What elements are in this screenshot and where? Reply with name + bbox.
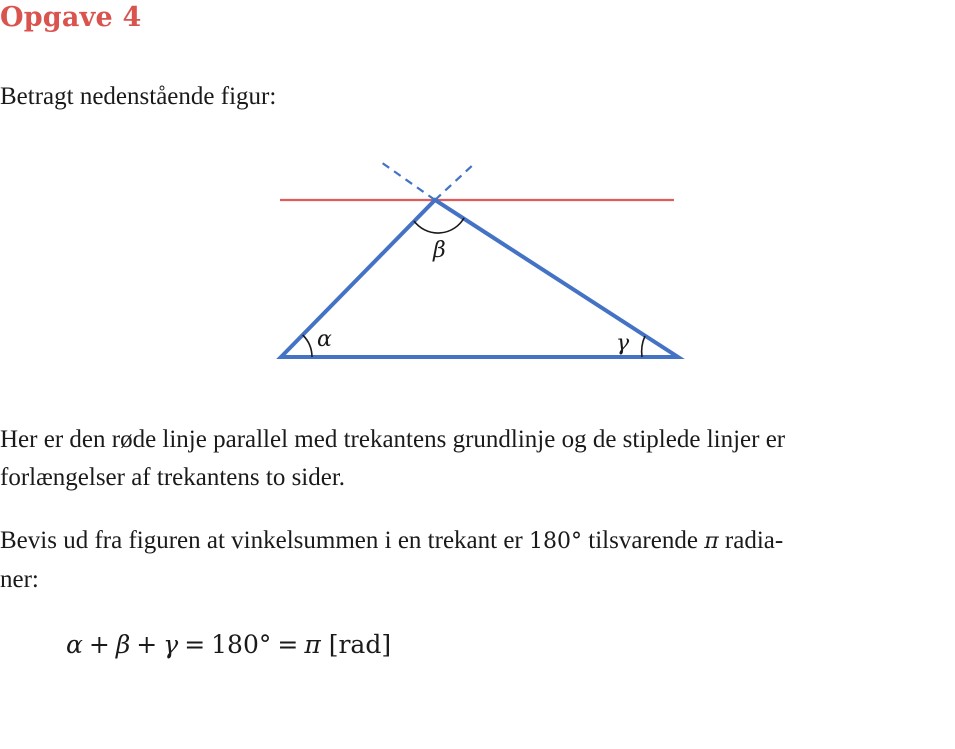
angle-sum-equation: α+β+γ=180°=π [rad]	[66, 630, 391, 659]
eq-gamma: γ	[163, 630, 179, 659]
eq-alpha: α	[66, 630, 83, 659]
dashed-extension-right-side	[434, 162, 476, 201]
alpha-label: α	[317, 327, 332, 352]
pi-inline: π	[704, 529, 719, 554]
paragraph2-middle: tilsvarende	[582, 527, 705, 554]
paragraph-proof-task: Bevis ud fra figuren at vinkelsummen i e…	[0, 522, 783, 599]
paragraph2-before: Bevis ud fra figuren at vinkelsummen i e…	[0, 527, 530, 554]
paragraph1-line2: forlængelser af trekantens to sider.	[0, 464, 346, 491]
eq-unit: [rad]	[328, 630, 392, 659]
intro-text: Betragt nedenstående figur:	[0, 83, 277, 110]
beta-arc	[413, 217, 465, 234]
eq-equals-2: =	[277, 630, 299, 659]
eq-beta: β	[115, 630, 131, 659]
alpha-arc	[302, 334, 313, 358]
paragraph2-after: radia-	[718, 527, 784, 554]
beta-label: β	[432, 238, 446, 263]
paragraph-parallel-description: Her er den røde linje parallel med treka…	[0, 421, 785, 497]
eq-pi: π	[304, 630, 321, 659]
eq-degrees: 180°	[211, 630, 272, 659]
eq-equals-1: =	[184, 630, 206, 659]
dashed-extension-left-side	[377, 159, 436, 201]
gamma-label: γ	[616, 331, 630, 356]
triangle	[276, 197, 685, 359]
degrees-inline: 180°	[529, 529, 583, 554]
paragraph2-line2: ner:	[0, 566, 39, 593]
gamma-arc	[640, 335, 646, 358]
exercise-heading: Opgave 4	[0, 2, 142, 33]
eq-plus-2: +	[136, 630, 158, 659]
paragraph1-line1: Her er den røde linje parallel med treka…	[0, 426, 786, 453]
eq-plus-1: +	[88, 630, 110, 659]
